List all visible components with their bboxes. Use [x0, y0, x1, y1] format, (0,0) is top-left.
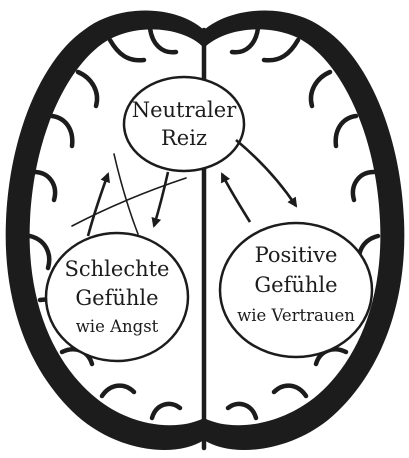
- neutral-stimulus-node: [122, 75, 246, 173]
- positive-line-3: wie Vertrauen: [237, 306, 355, 325]
- neutral-line-2: Reiz: [161, 126, 207, 150]
- positive-line-1: Positive: [255, 243, 338, 267]
- arrow-neutral-to-bad: [151, 171, 170, 228]
- arrow-neutral-to-positive: [235, 139, 298, 208]
- bad-line-3: wie Angst: [76, 317, 159, 336]
- neutral-line-1: Neutraler: [132, 98, 237, 122]
- bad-feelings-node: [44, 231, 190, 363]
- arrow-bad-to-neutral: [86, 172, 110, 237]
- bad-line-1: Schlechte: [65, 257, 170, 281]
- positive-line-2: Gefühle: [254, 273, 337, 297]
- arrow-positive-to-neutral: [220, 172, 252, 223]
- positive-feelings-node: [218, 221, 374, 359]
- crossing-lines: [71, 153, 187, 235]
- bad-line-2: Gefühle: [75, 286, 158, 310]
